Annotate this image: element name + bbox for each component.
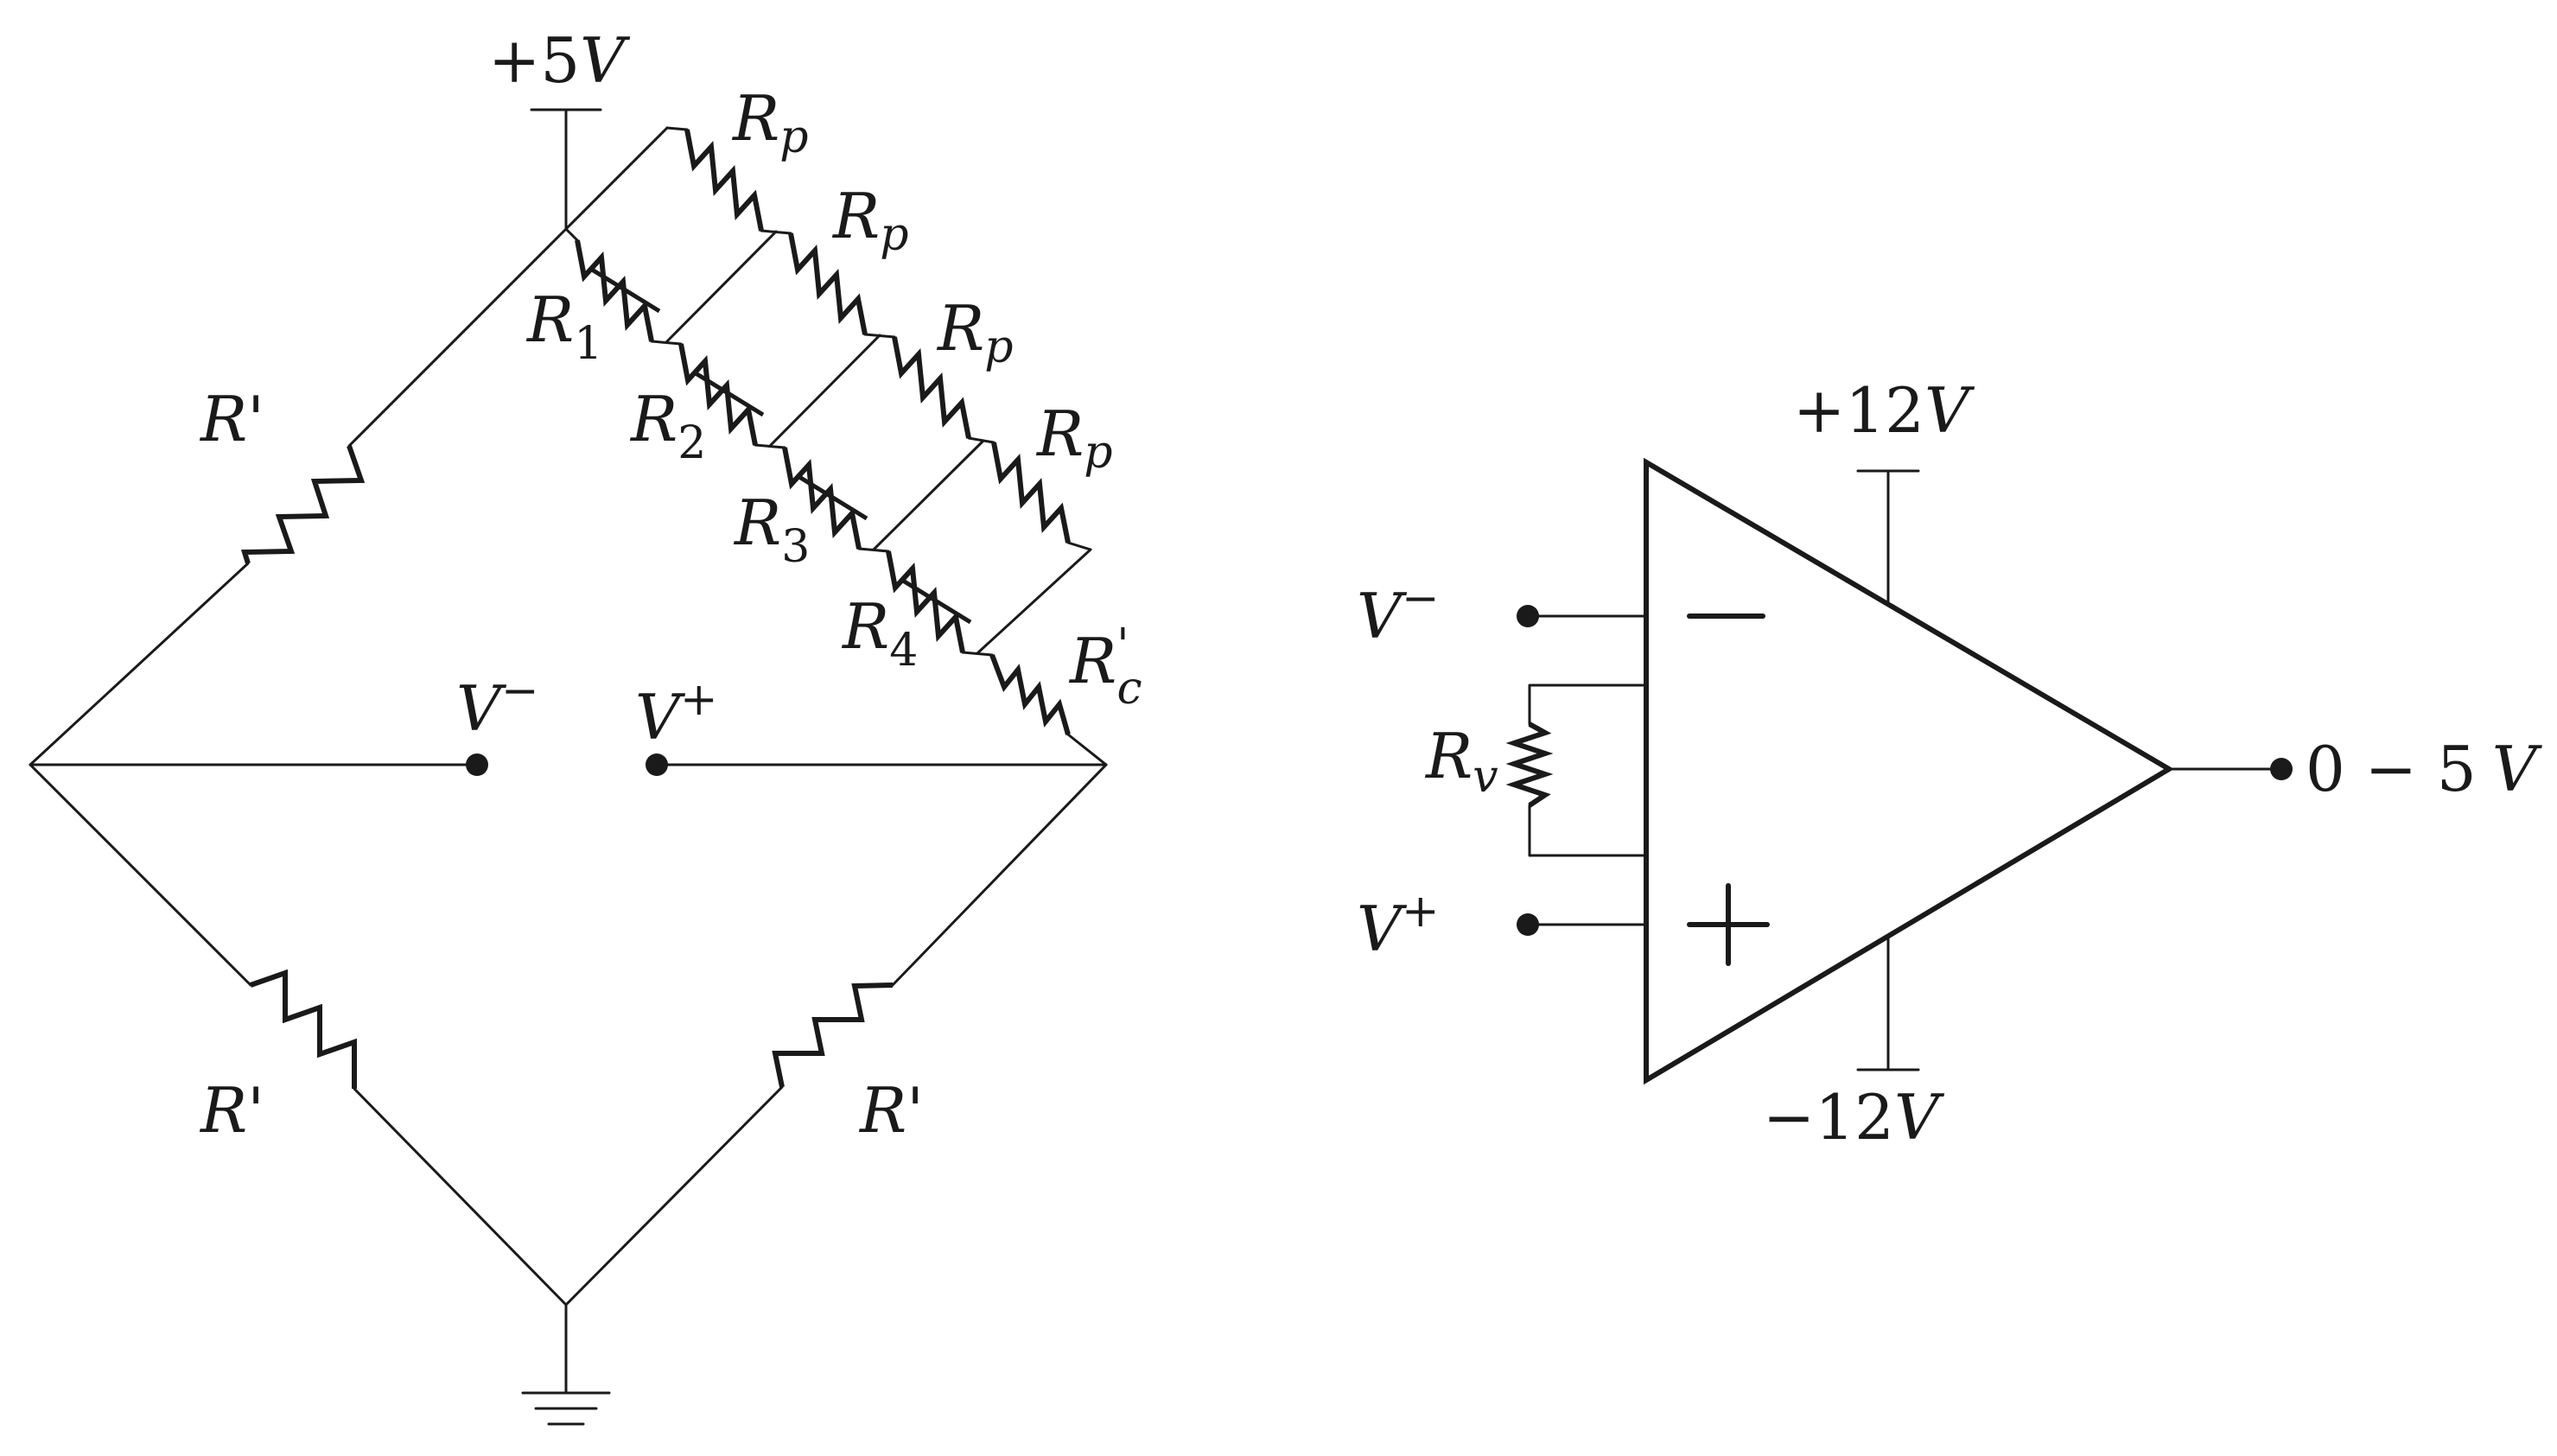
resistor-r-prime-bottom-left: [250, 969, 357, 1089]
label-r-prime-bottom-right: R': [858, 1074, 924, 1147]
label-rp-4: Rp: [1035, 397, 1113, 479]
resistor-r1: [575, 239, 654, 342]
cross-link-2: [768, 334, 881, 448]
resistor-r-prime-bottom-right: [772, 982, 894, 1088]
labels: +5V R' R' R' Rp Rp Rp Rp R1 R2 R3 R4: [199, 24, 2543, 1154]
wire-bottom-left-lower: [353, 1087, 568, 1307]
wire-bottom-left-upper: [29, 763, 252, 987]
resistor-rc-prime: [989, 653, 1071, 735]
wire-rp-3-4: [967, 436, 995, 444]
resistor-r4: [886, 550, 965, 653]
label-supply-5v: +5V: [488, 24, 631, 97]
wire-rp-end: [1066, 541, 1092, 551]
resistor-rp-2: [788, 232, 868, 335]
resistor-rp-4: [991, 442, 1071, 544]
op-amp-triangle: [1644, 457, 2174, 1085]
resistor-r3: [782, 447, 862, 550]
label-pos-supply: +12V: [1793, 374, 1975, 447]
r4-variable-arrow: [901, 578, 972, 625]
wire-rp-lead-1: [665, 126, 689, 131]
wire-chain-start: [564, 227, 579, 242]
wire-rc-to-right-node: [1066, 733, 1108, 766]
output-terminal: [2270, 758, 2293, 780]
cross-link-1: [665, 230, 778, 344]
resistor-r-prime-left: [240, 445, 366, 564]
node-v-minus: [466, 753, 488, 776]
label-rv: Rv: [1424, 720, 1498, 803]
rv-lead-wires-bottom: [1528, 804, 1648, 857]
label-r4: R4: [841, 590, 918, 677]
r1-variable-arrow: [590, 267, 661, 314]
label-r1: R1: [525, 283, 602, 370]
label-input-plus: V+: [1357, 886, 1440, 965]
label-rp-1: Rp: [731, 82, 809, 163]
wire-bottom-right-upper: [891, 763, 1108, 987]
wire-rp-start: [564, 126, 669, 231]
rv-lead-wires: [1528, 683, 1648, 726]
label-r3: R3: [733, 486, 810, 573]
label-bridge-v-minus: V−: [456, 665, 539, 745]
label-rp-2: Rp: [831, 180, 909, 261]
wire-top-left-lower: [29, 562, 250, 766]
label-input-minus: V−: [1357, 573, 1440, 652]
label-r2: R2: [629, 383, 706, 469]
amplifier-circuit: [1505, 457, 2293, 1085]
r3-variable-arrow: [798, 474, 868, 521]
bridge-circuit: [29, 108, 1108, 1426]
resistor-rv: [1505, 722, 1554, 808]
resistor-rp-3: [892, 336, 971, 439]
label-rc-prime: R'c: [1068, 620, 1142, 715]
wire-top-left-upper: [347, 227, 568, 448]
label-neg-supply: −12V: [1763, 1081, 1945, 1154]
wire-bottom-right-lower: [564, 1085, 784, 1307]
resistor-r2: [678, 343, 758, 446]
resistor-rp-1: [684, 129, 764, 232]
label-r-prime-bottom-left: R': [199, 1074, 264, 1147]
r2-variable-arrow: [694, 371, 765, 417]
cross-link-3: [872, 439, 985, 551]
cross-link-4: [976, 548, 1092, 655]
label-r-prime-left: R': [199, 383, 264, 455]
label-rp-3: Rp: [936, 292, 1014, 373]
label-bridge-v-plus: V+: [635, 674, 718, 753]
